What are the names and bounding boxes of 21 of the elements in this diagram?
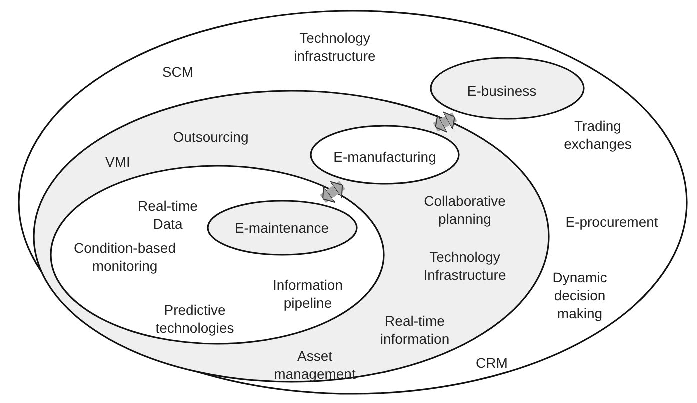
region-label: VMI (104, 152, 132, 172)
double-arrow (320, 181, 346, 204)
region-label: Real-time information (379, 312, 451, 348)
region-label: Asset management (273, 346, 357, 384)
region-label: Information pipeline (272, 276, 344, 312)
region-label: CRM (475, 354, 509, 372)
region-label: Trading exchanges (563, 116, 633, 154)
double-arrow (433, 112, 458, 133)
region-label: Collaborative planning (423, 192, 507, 228)
node-label: E-manufacturing (332, 148, 438, 166)
region-label: Predictive technologies (154, 300, 236, 338)
region-label: Technology infrastructure (293, 28, 377, 66)
node-label: E-business (466, 82, 538, 100)
region-label: Dynamic decision making (552, 268, 608, 324)
region-label: Real-time Data (137, 196, 199, 234)
region-label: SCM (161, 62, 195, 82)
region-label: Technology Infrastructure (422, 248, 508, 284)
region-label: E-procurement (564, 212, 660, 232)
region-label: Condition-based monitoring (73, 238, 177, 276)
region-label: Outsourcing (172, 128, 250, 146)
node-label: E-maintenance (234, 218, 330, 238)
